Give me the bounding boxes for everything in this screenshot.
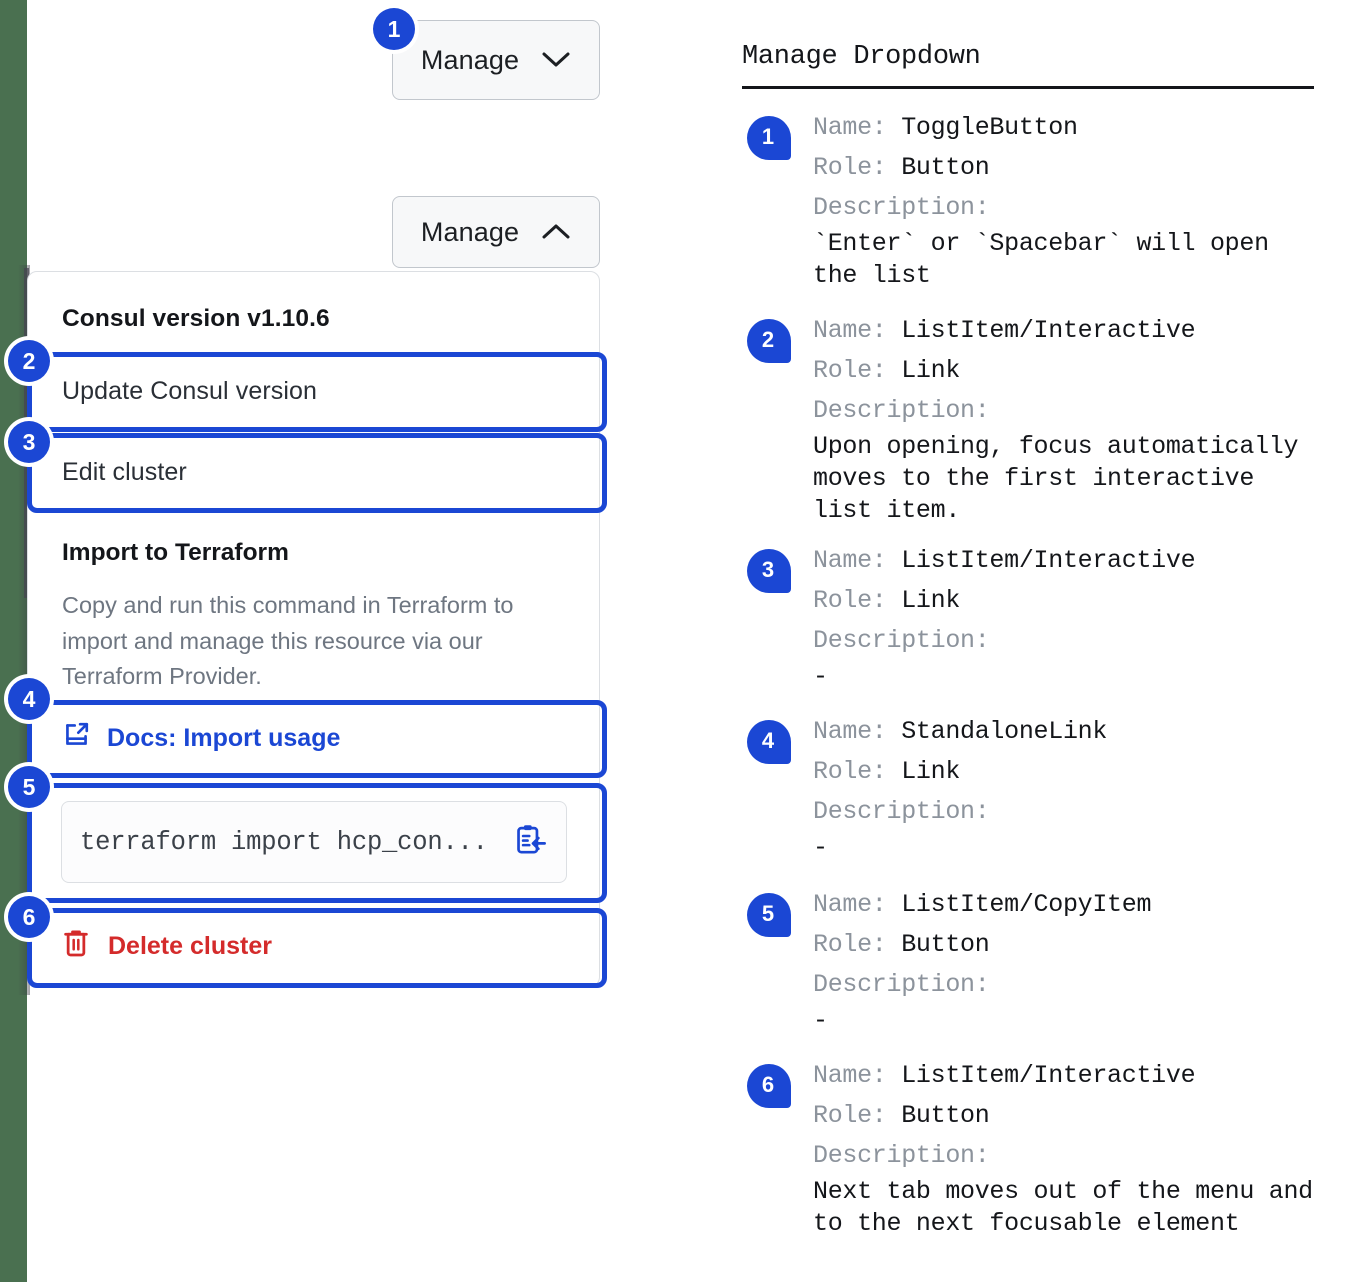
legend-field: Role: Link	[813, 752, 1322, 792]
import-to-terraform-title: Import to Terraform	[62, 539, 289, 566]
legend-description-value: -	[813, 1006, 828, 1035]
annotation-badge-2: 2	[8, 340, 50, 382]
legend-field-label: Name:	[813, 316, 902, 345]
legend-pin-badge: 5	[747, 893, 791, 937]
docs-external-link-icon	[62, 720, 91, 756]
legend-description-value: Upon opening, focus automatically moves …	[813, 432, 1299, 525]
annotation-badge-6: 6	[8, 896, 50, 938]
manage-toggle-label-open: Manage	[420, 216, 520, 247]
legend-description-label: Description:	[813, 626, 990, 655]
legend-field: Name: ListItem/Interactive	[813, 541, 1322, 581]
annotation-badge-4: 4	[8, 678, 50, 720]
legend-description-label: Description:	[813, 797, 990, 826]
legend-field: Role: Button	[813, 925, 1322, 965]
legend-field-value: Button	[901, 1101, 990, 1130]
legend-field-value: ListItem/Interactive	[901, 1061, 1196, 1090]
menu-item-edit-cluster[interactable]: Edit cluster	[62, 458, 187, 486]
legend-field-label: Name:	[813, 113, 902, 142]
docs-import-usage-link[interactable]: Docs: Import usage	[62, 720, 340, 756]
consul-version-header: Consul version v1.10.6	[62, 305, 330, 332]
legend-divider	[742, 86, 1314, 89]
legend-field-label: Role:	[813, 930, 902, 959]
annotation-badge-5: 5	[8, 766, 50, 808]
chevron-down-icon	[541, 45, 571, 76]
legend-description-value: -	[813, 662, 828, 691]
legend-description-label: Description:	[813, 970, 990, 999]
terraform-command-text: terraform import hcp_con...	[80, 827, 488, 857]
legend-field-value: ListItem/CopyItem	[901, 890, 1152, 919]
legend-field: Name: ListItem/Interactive	[813, 311, 1322, 351]
docs-import-usage-label: Docs: Import usage	[107, 723, 341, 752]
legend-field-label: Name:	[813, 1061, 902, 1090]
legend-description-value: Next tab moves out of the menu and to th…	[813, 1177, 1313, 1238]
legend-field-label: Role:	[813, 586, 902, 615]
legend-field: Role: Button	[813, 1096, 1322, 1136]
legend-description-label: Description:	[813, 396, 990, 425]
copy-clipboard-icon[interactable]	[514, 823, 548, 862]
legend-field: Name: ListItem/CopyItem	[813, 885, 1322, 925]
legend-title: Manage Dropdown	[742, 42, 981, 72]
legend-description-label: Description:	[813, 193, 990, 222]
import-to-terraform-description: Copy and run this command in Terraform t…	[62, 592, 514, 689]
legend-description-label: Description:	[813, 1141, 990, 1170]
legend-field-label: Role:	[813, 757, 902, 786]
legend-description-value: -	[813, 833, 828, 862]
legend-field-value: Link	[901, 586, 961, 615]
legend-field-value: Button	[901, 153, 990, 182]
legend-field-label: Role:	[813, 1101, 902, 1130]
delete-cluster-item[interactable]: Delete cluster	[62, 928, 272, 965]
page-edge-strip	[0, 0, 27, 1282]
legend-field-value: Link	[901, 356, 961, 385]
manage-toggle-label: Manage	[420, 44, 520, 75]
legend-field-value: StandaloneLink	[901, 717, 1108, 746]
trash-icon	[62, 928, 90, 965]
legend-field-value: Link	[901, 757, 961, 786]
chevron-up-icon	[541, 217, 571, 248]
legend-field: Name: ToggleButton	[813, 108, 1322, 148]
legend-field-label: Name:	[813, 890, 902, 919]
legend-field-label: Role:	[813, 356, 902, 385]
manage-toggle-button-closed[interactable]: Manage	[392, 20, 600, 100]
legend-field-label: Name:	[813, 717, 902, 746]
legend-description-value: `Enter` or `Spacebar` will open the list	[813, 229, 1269, 290]
manage-toggle-button-open[interactable]: Manage	[392, 196, 600, 268]
annotation-badge-1: 1	[373, 8, 415, 50]
legend-field-value: ListItem/Interactive	[901, 316, 1196, 345]
legend-pin-badge: 6	[747, 1064, 791, 1108]
legend-field: Role: Link	[813, 581, 1322, 621]
terraform-command-copy-field[interactable]: terraform import hcp_con...	[61, 801, 567, 883]
legend-field: Name: ListItem/Interactive	[813, 1056, 1322, 1096]
menu-item-update-consul-version[interactable]: Update Consul version	[62, 377, 318, 405]
legend-field: Role: Link	[813, 351, 1322, 391]
legend-field: Role: Button	[813, 148, 1322, 188]
legend-field-value: ToggleButton	[901, 113, 1078, 142]
legend-field-value: Button	[901, 930, 990, 959]
delete-cluster-label: Delete cluster	[108, 932, 272, 960]
legend-field-value: ListItem/Interactive	[901, 546, 1196, 575]
legend-field-label: Name:	[813, 546, 902, 575]
legend-pin-badge: 2	[747, 319, 791, 363]
legend-pin-badge: 1	[747, 116, 791, 160]
legend-pin-badge: 4	[747, 720, 791, 764]
legend-pin-badge: 3	[747, 549, 791, 593]
legend-field: Name: StandaloneLink	[813, 712, 1322, 752]
annotation-badge-3: 3	[8, 421, 50, 463]
legend-field-label: Role:	[813, 153, 902, 182]
